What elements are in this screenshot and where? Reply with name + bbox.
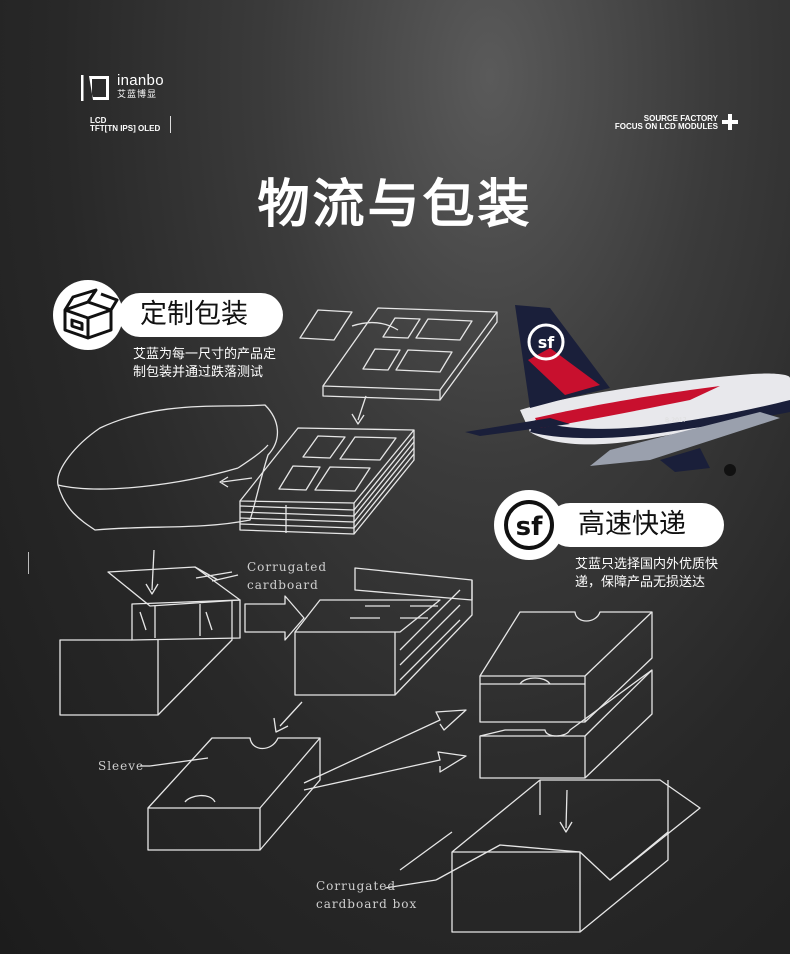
product-spec-line2: TFT[TN IPS] OLED [90, 124, 161, 133]
label-corrugated-cardboard-2: cardboard [247, 578, 319, 592]
page-title: 物流与包装 [257, 175, 533, 235]
box-icon-circle [53, 280, 123, 350]
sf-logo-icon: sf [504, 500, 554, 550]
brand-logo-icon [81, 75, 109, 101]
plus-icon [722, 114, 738, 130]
express-delivery-desc-line1: 艾蓝只选择国内外优质快 [575, 557, 719, 572]
brand-name: inanbo [117, 72, 164, 89]
label-corrugated-box-2: cardboard box [316, 897, 418, 911]
source-factory-text: SOURCE FACTORY [643, 114, 718, 123]
product-spec-line1: LCD [90, 116, 107, 125]
custom-packaging-desc-line1: 艾蓝为每一尺寸的产品定 [133, 347, 277, 362]
svg-text:sf: sf [516, 512, 543, 542]
label-sleeve: Sleeve [98, 759, 145, 773]
airplane-image: sf B-2017 [465, 305, 790, 476]
label-corrugated-cardboard-1: Corrugated [247, 560, 328, 574]
express-delivery-desc-line2: 递，保障产品无损送达 [575, 575, 706, 590]
divider [170, 116, 171, 133]
custom-packaging-pill: 定制包装 [118, 293, 283, 337]
brand-name-chinese: 艾蓝博显 [117, 90, 158, 100]
side-tick [28, 552, 29, 574]
custom-packaging-desc-line2: 制包装并通过跌落测试 [133, 365, 264, 380]
sf-logo-circle: sf [494, 490, 564, 560]
express-delivery-label: 高速快递 [578, 509, 686, 540]
focus-text: FOCUS ON LCD MODULES [614, 122, 718, 131]
box-icon [63, 288, 119, 340]
express-delivery-pill: 高速快递 [548, 503, 724, 547]
custom-packaging-label: 定制包装 [140, 299, 248, 330]
svg-text:B-2017: B-2017 [665, 417, 687, 424]
svg-text:sf: sf [538, 333, 556, 352]
label-corrugated-box-1: Corrugated [316, 879, 397, 893]
